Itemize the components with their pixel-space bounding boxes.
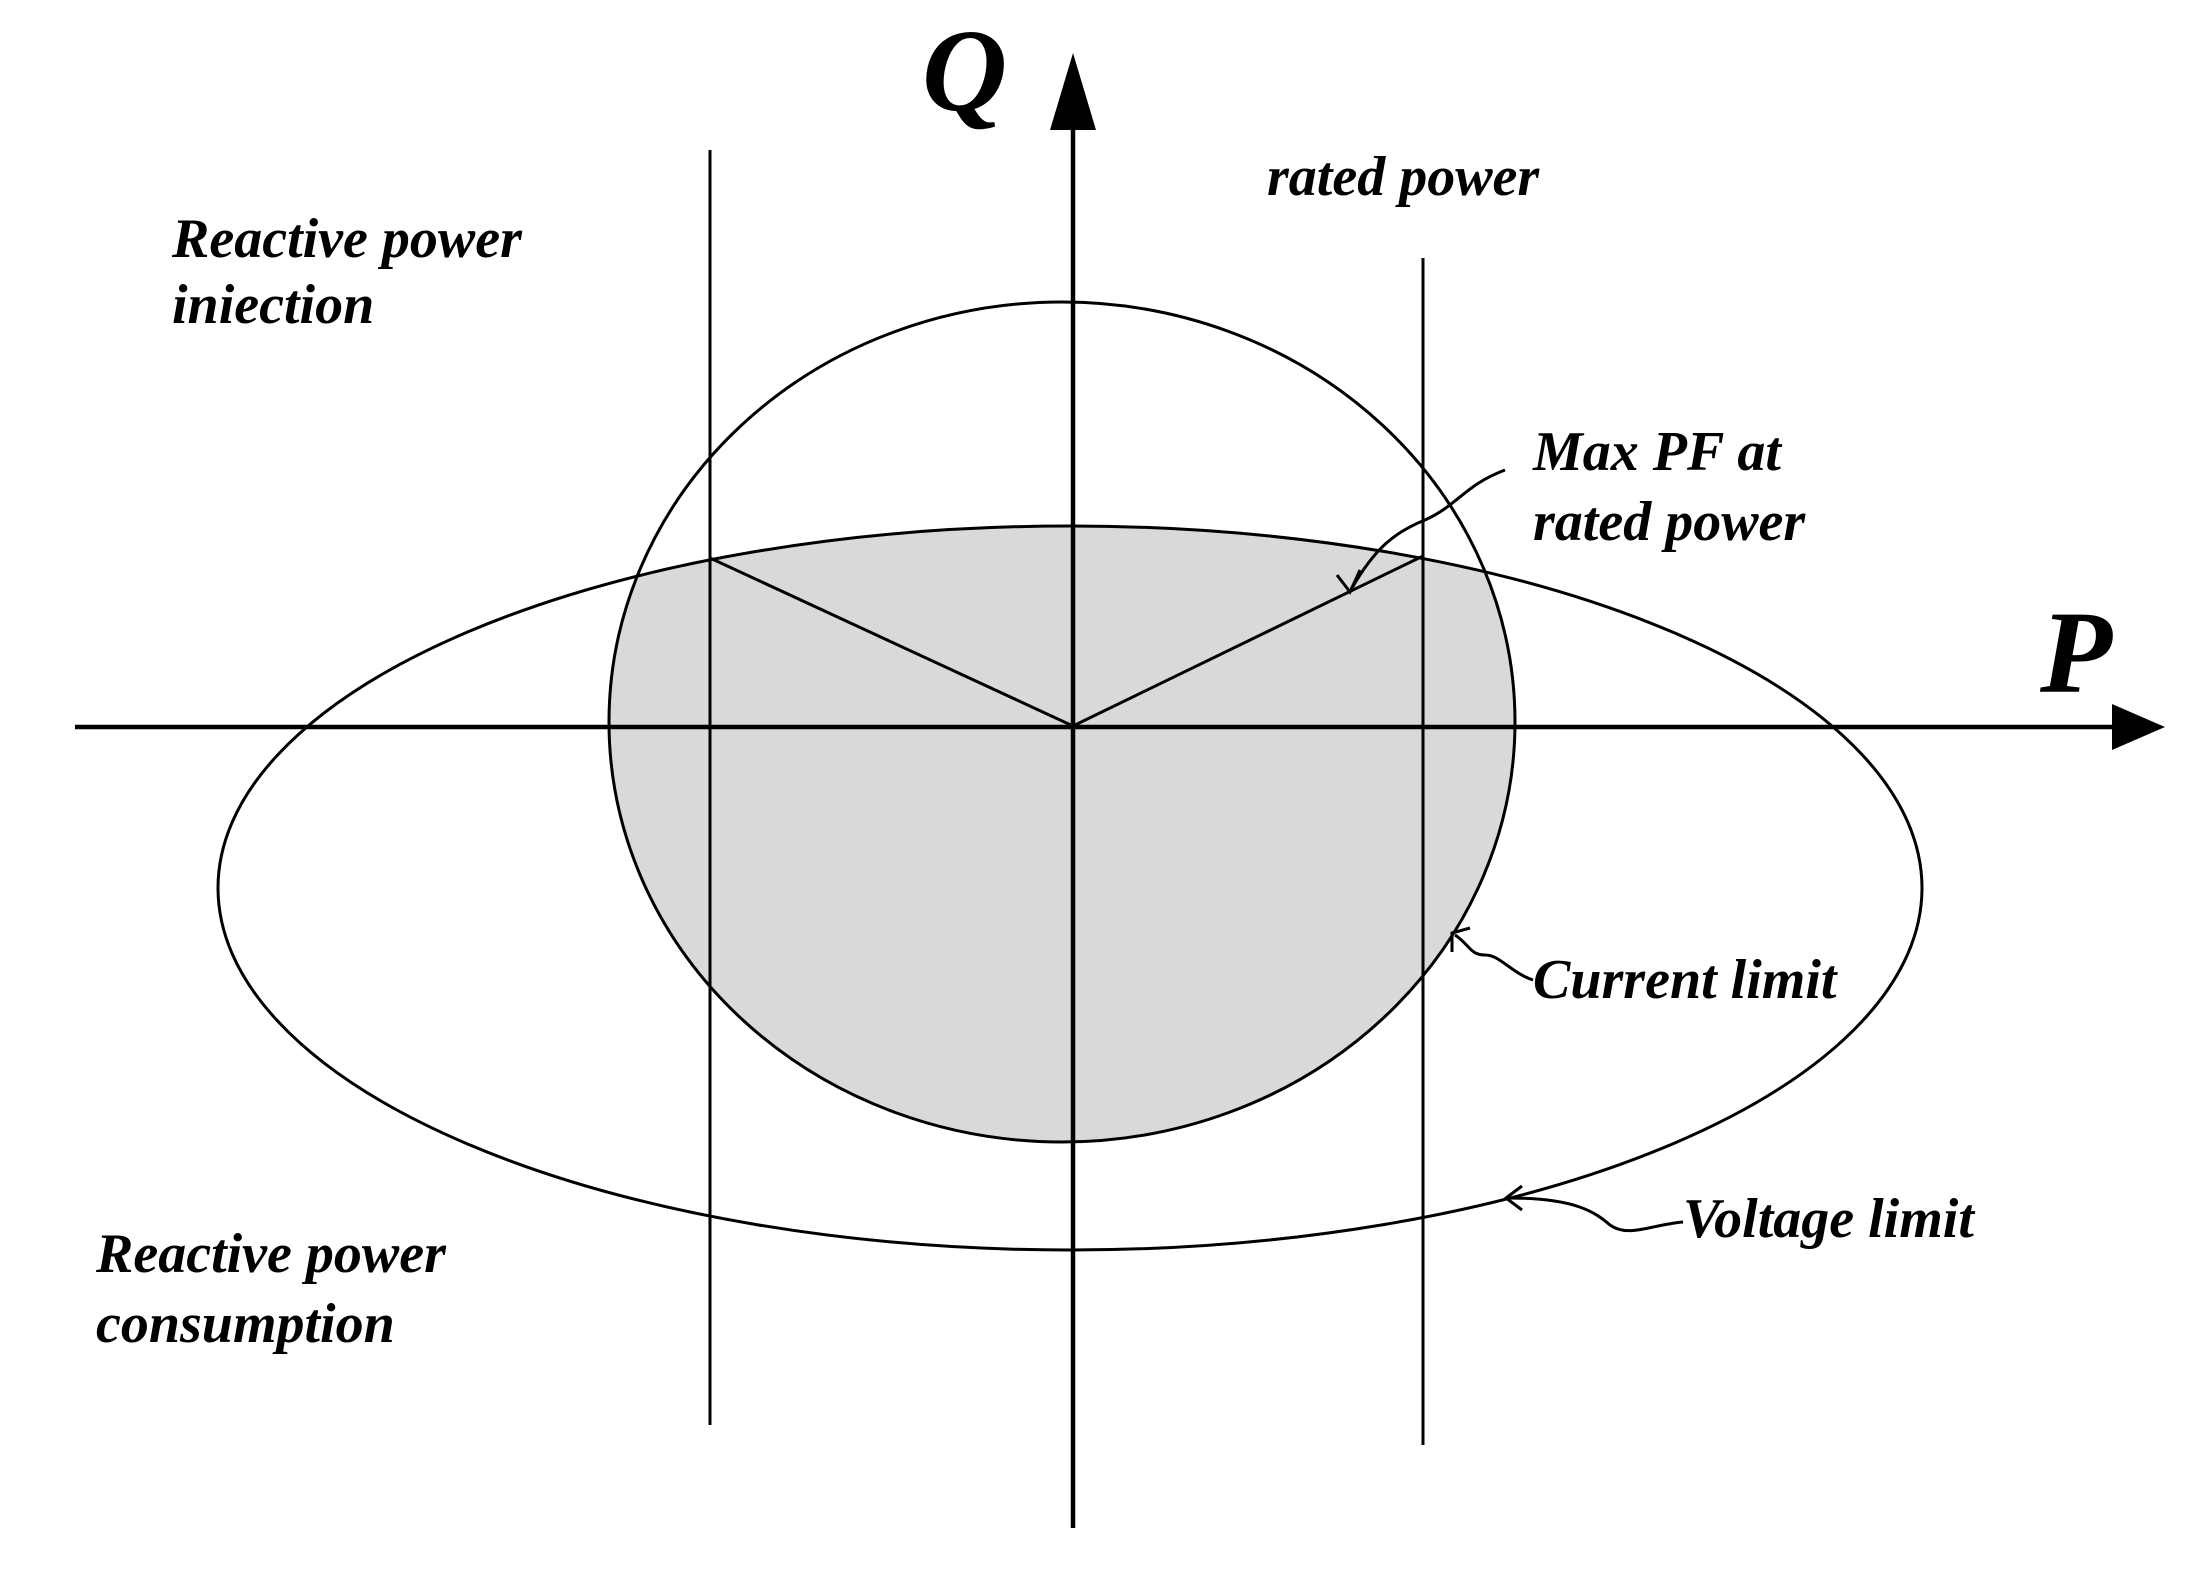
- consumption-label-line1: Reactive power: [95, 1223, 447, 1285]
- current-limit-leader-arrowhead: [1450, 926, 1471, 952]
- current-limit-circle: [607, 300, 1517, 1144]
- voltage-limit-label: Voltage limit: [1683, 1188, 1975, 1250]
- max-pf-leader: [1350, 468, 1506, 589]
- max-pf-label-line1: Max PF at: [1532, 421, 1782, 483]
- injection-label-line2: iniection: [172, 274, 374, 336]
- max-pf-leader-arrowhead: [1335, 569, 1362, 595]
- q-axis-label: Q: [922, 5, 1007, 136]
- current-limit-label: Current limit: [1533, 949, 1838, 1011]
- p-axis-label: P: [2039, 587, 2113, 718]
- rated-power-label: rated power: [1267, 146, 1540, 208]
- voltage-limit-leader-arrowhead: [1503, 1184, 1523, 1212]
- max-pf-line-right: [1072, 554, 1424, 728]
- consumption-label-line2: consumption: [96, 1293, 395, 1355]
- voltage-limit-leader: [1507, 1196, 1684, 1233]
- current-limit-leader: [1454, 933, 1534, 982]
- q-axis-arrowhead: [1050, 53, 1096, 130]
- injection-label-line1: Reactive power: [171, 208, 523, 270]
- p-axis-arrowhead: [2112, 704, 2165, 750]
- voltage-limit-ellipse: [216, 524, 1924, 1252]
- max-pf-line-left: [709, 556, 1074, 728]
- max-pf-label-line2: rated power: [1533, 491, 1806, 553]
